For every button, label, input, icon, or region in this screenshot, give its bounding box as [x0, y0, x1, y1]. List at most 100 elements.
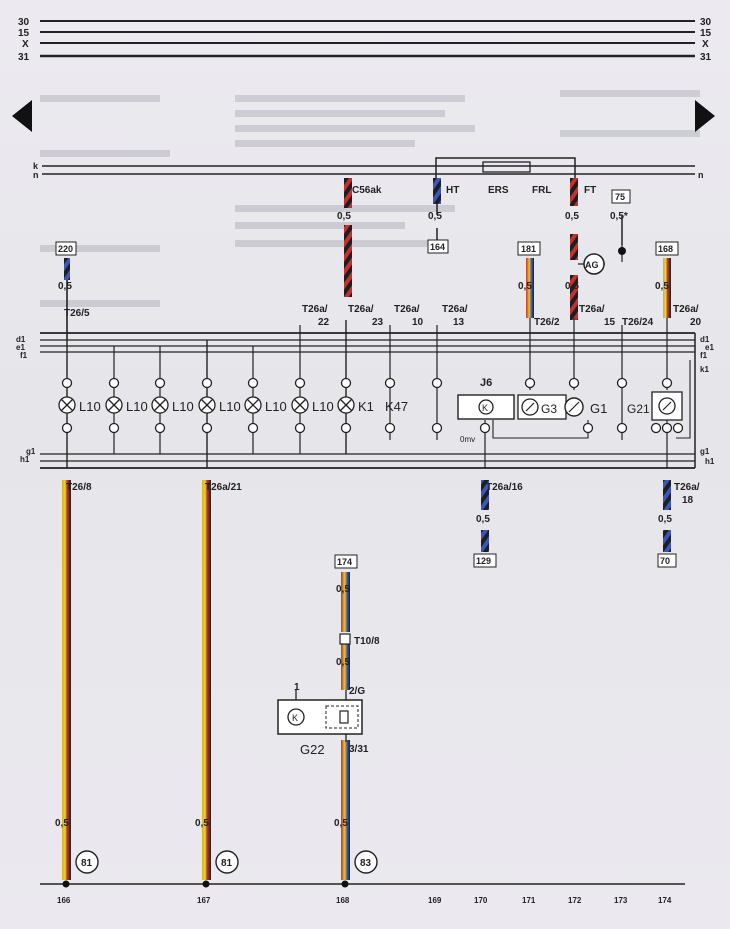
panel-d1-left: d1 — [16, 335, 26, 344]
svg-text:168: 168 — [336, 896, 350, 905]
panel-e1-left: e1 — [16, 343, 25, 352]
lower-wires — [62, 480, 671, 880]
svg-text:0,5: 0,5 — [655, 281, 669, 292]
lamp-labels: L10 L10 L10 L10 L10 L10 K1 K47 — [79, 399, 408, 414]
svg-text:L10: L10 — [265, 399, 287, 414]
panel-d1-right: d1 — [700, 335, 710, 344]
sender-icon — [287, 708, 305, 726]
ref-box-220[interactable]: 220 — [55, 241, 77, 256]
background-ghost-text — [40, 90, 700, 307]
svg-text:L10: L10 — [79, 399, 101, 414]
hall-sensor-icon — [339, 710, 349, 724]
upper-wires — [64, 178, 671, 340]
svg-text:L10: L10 — [219, 399, 241, 414]
g22-label: G22 — [300, 742, 325, 757]
svg-text:169: 169 — [428, 896, 442, 905]
lamp-icon — [58, 396, 76, 414]
ref-box-70[interactable]: 70 — [657, 553, 677, 568]
svg-text:T26a/: T26a/ — [394, 304, 420, 315]
lower-wire-sizes: 0,5 0,5 0,5 0,5 0,5 0,5 0,5 — [55, 514, 672, 829]
svg-text:T26a/: T26a/ — [674, 482, 700, 493]
ref-box-75[interactable]: 75 — [611, 189, 631, 204]
ft-label: FT — [584, 185, 596, 196]
svg-text:173: 173 — [614, 896, 628, 905]
g21-label: G21 — [627, 402, 650, 416]
ground-83[interactable]: 83 — [354, 850, 378, 874]
svg-text:0,5: 0,5 — [58, 281, 72, 292]
svg-text:0,5: 0,5 — [336, 584, 350, 595]
ht-label: HT — [446, 185, 459, 196]
svg-text:T10/8: T10/8 — [354, 636, 380, 647]
svg-text:T26a/16: T26a/16 — [486, 482, 523, 493]
svg-text:174: 174 — [658, 896, 672, 905]
instrument-cluster-panel — [40, 332, 696, 469]
svg-text:L10: L10 — [312, 399, 334, 414]
j6-stabilizer[interactable] — [457, 394, 515, 420]
svg-text:15: 15 — [604, 317, 616, 328]
panel-h1-left: h1 — [20, 455, 30, 464]
lamp-icon — [151, 396, 169, 414]
frl-label: FRL — [532, 185, 551, 196]
ag-relay-icon — [583, 253, 605, 275]
svg-text:129: 129 — [476, 556, 491, 566]
svg-text:T26/2: T26/2 — [534, 317, 560, 328]
svg-text:T26a/: T26a/ — [348, 304, 374, 315]
svg-text:T26a/: T26a/ — [579, 304, 605, 315]
svg-text:70: 70 — [660, 556, 670, 566]
panel-g1-right: g1 — [700, 447, 710, 456]
svg-text:81: 81 — [221, 858, 233, 869]
ref-box-164[interactable]: 164 — [427, 239, 449, 254]
t10-connector-icon — [339, 633, 351, 645]
ref-box-168[interactable]: 168 — [655, 241, 679, 256]
ref-box-181[interactable]: 181 — [517, 241, 541, 256]
svg-text:13: 13 — [453, 317, 465, 328]
svg-text:T26/8: T26/8 — [66, 482, 92, 493]
svg-text:75: 75 — [615, 192, 625, 202]
ground-81b[interactable]: 81 — [215, 850, 239, 874]
bus-15-right: 15 — [700, 28, 712, 39]
svg-text:166: 166 — [57, 896, 71, 905]
ref-box-174[interactable]: 174 — [334, 554, 358, 569]
panel-f1-left: f1 — [20, 351, 28, 360]
lamp-icon — [198, 396, 216, 414]
upper-connector-labels: T26/5 T26a/ 22 T26a/ T26a/ 23 10 T26a/ 1… — [64, 304, 702, 328]
svg-text:167: 167 — [197, 896, 211, 905]
svg-text:0,5: 0,5 — [336, 657, 350, 668]
arrow-left-icon[interactable] — [12, 100, 32, 132]
stabilizer-icon — [478, 399, 494, 415]
svg-text:T26/5: T26/5 — [64, 308, 90, 319]
omv-label: 0mv — [460, 435, 475, 444]
track-numbers: 166 167 168 169 170 171 172 173 174 — [57, 896, 672, 905]
svg-text:0,5: 0,5 — [565, 281, 579, 292]
ers-label: ERS — [488, 185, 509, 196]
svg-text:0,5: 0,5 — [195, 818, 209, 829]
j6-label: J6 — [480, 377, 492, 389]
upper-wire-sizes: 0,5 0,5 0,5 0,5 0,5 0,5 0,5* 0,5 — [58, 211, 669, 292]
lower-connector-labels: T26/8 T26a/21 T26a/16 T26a/ 18 T10/8 — [66, 482, 700, 647]
bus-30-left: 30 — [18, 17, 30, 28]
svg-text:220: 220 — [58, 244, 73, 254]
bus-x-right: X — [702, 39, 709, 50]
svg-text:T26a/21: T26a/21 — [205, 482, 242, 493]
signal-n-right-label: n — [698, 170, 704, 180]
svg-text:T26a/: T26a/ — [302, 304, 328, 315]
ground-81a[interactable]: 81 — [75, 850, 99, 874]
ref-box-129[interactable]: 129 — [473, 553, 497, 568]
bus-x-left: X — [22, 39, 29, 50]
panel-f1-right: f1 — [700, 351, 708, 360]
svg-text:0,5: 0,5 — [428, 211, 442, 222]
bus-30-right: 30 — [700, 17, 712, 28]
svg-text:0,5: 0,5 — [337, 211, 351, 222]
ag-label: AG — [585, 260, 599, 270]
svg-text:T26a/: T26a/ — [673, 304, 699, 315]
rear-speaker-junction — [435, 157, 576, 178]
svg-text:L10: L10 — [126, 399, 148, 414]
svg-text:L10: L10 — [172, 399, 194, 414]
svg-text:22: 22 — [318, 317, 330, 328]
arrow-right-icon[interactable] — [695, 100, 715, 132]
lamp-icon — [291, 396, 309, 414]
lamp-icon — [105, 396, 123, 414]
svg-text:171: 171 — [522, 896, 536, 905]
svg-text:0,5*: 0,5* — [610, 211, 628, 222]
bus-31-right: 31 — [700, 52, 712, 63]
